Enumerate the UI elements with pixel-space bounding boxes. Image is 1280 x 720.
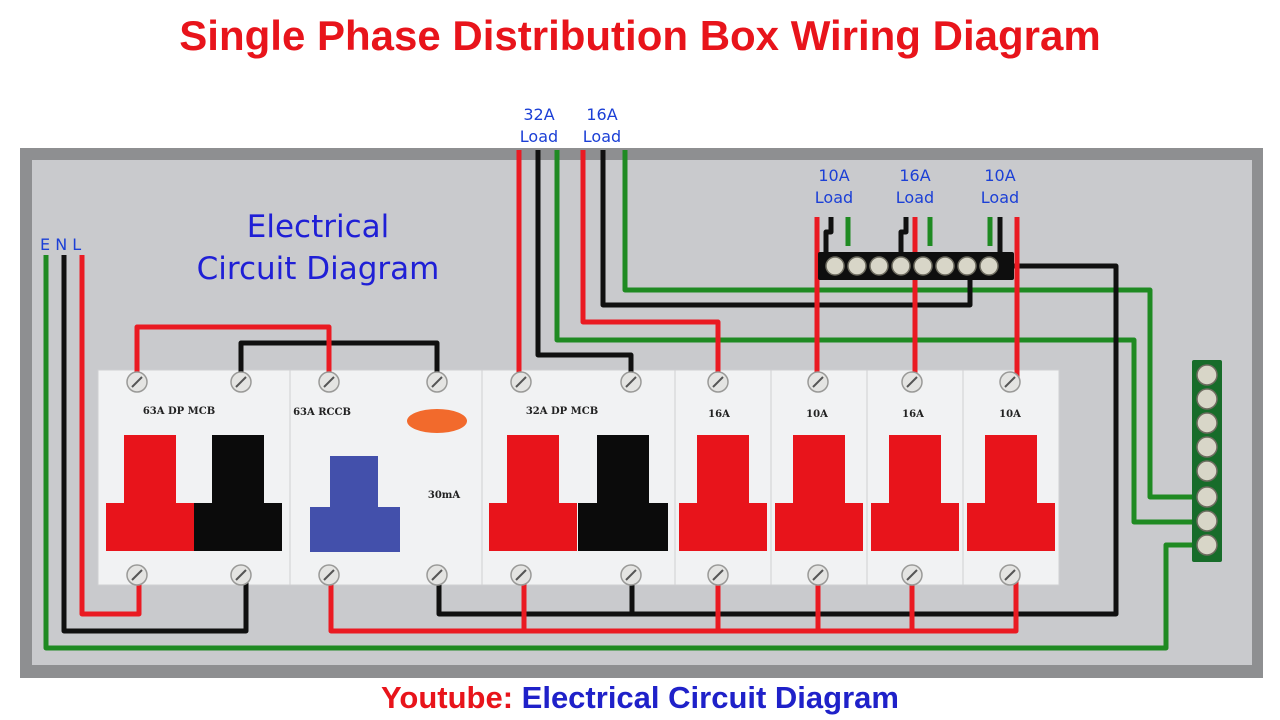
neutral-10a-load-1: [823, 217, 834, 266]
footer: Youtube: Electrical Circuit Diagram: [0, 680, 1280, 716]
screw-slot: [323, 569, 335, 581]
earth-bar-terminal: [1196, 460, 1218, 482]
screw-slot: [515, 376, 527, 388]
load-mid2-rating: 16A: [899, 166, 930, 185]
brand-line-2: Circuit Diagram: [197, 251, 440, 287]
sp-mcb-1-label: 16A: [708, 409, 730, 420]
earth-bar-terminal: [1196, 534, 1218, 556]
neutral-bar-terminal: [979, 256, 999, 276]
neutral-bar-terminal: [847, 256, 867, 276]
live-rccb-out-bus: [328, 575, 1019, 634]
rccb-sensitivity: 30mA: [428, 490, 460, 501]
main-mcb-label: 63A DP MCB: [143, 406, 215, 417]
neutral-bar-terminal: [913, 256, 933, 276]
mcb32-label: 32A DP MCB: [526, 406, 598, 417]
main-mcb-toggle-l: [106, 435, 194, 551]
supply-label: E N L: [40, 235, 81, 254]
screw-slot: [323, 376, 335, 388]
screw-slot: [235, 569, 247, 581]
toggles: [106, 409, 1055, 552]
load-32a-text: Load: [520, 127, 558, 146]
load-mid2-text: Load: [896, 188, 934, 207]
earth-bar-terminal: [1196, 486, 1218, 508]
load-mid3-rating: 10A: [984, 166, 1015, 185]
screw-slot: [712, 376, 724, 388]
screw-slot: [906, 569, 918, 581]
earth-bar-terminal: [1196, 412, 1218, 434]
screw-slot: [812, 569, 824, 581]
screw-slot: [515, 569, 527, 581]
main-mcb-toggle-n: [194, 435, 282, 551]
screw-slot: [431, 569, 443, 581]
load-16a-text: Load: [583, 127, 621, 146]
screw-slot: [625, 376, 637, 388]
screw-terminals: [126, 371, 1021, 586]
sp-mcb-1-toggle: [679, 435, 767, 551]
page-title: Single Phase Distribution Box Wiring Dia…: [179, 12, 1101, 59]
screw-slot: [812, 376, 824, 388]
earth-16a-load-wire: [622, 150, 1198, 500]
footer-prefix: Youtube:: [381, 680, 514, 715]
load-mid1-text: Load: [815, 188, 853, 207]
screw-slot: [431, 376, 443, 388]
earth-bar-terminal: [1196, 510, 1218, 532]
sp-mcb-4-label: 10A: [999, 409, 1021, 420]
load-mid3-text: Load: [981, 188, 1019, 207]
load-mid1-rating: 10A: [818, 166, 849, 185]
screw-slot: [625, 569, 637, 581]
neutral-rccb-out-bus: [436, 263, 1119, 617]
sp-mcb-4-toggle: [967, 435, 1055, 551]
screw-slot: [131, 376, 143, 388]
screw-slot: [235, 376, 247, 388]
brand-line-1: Electrical: [247, 209, 389, 245]
screw-slot: [906, 376, 918, 388]
earth-bar-terminal: [1196, 364, 1218, 386]
earth-bar-terminal: [1196, 388, 1218, 410]
earth-32a-load-wire: [554, 150, 1198, 525]
rccb-test-button: [407, 409, 467, 433]
load-16a-rating: 16A: [586, 105, 617, 124]
neutral-16a-load-2: [898, 217, 909, 266]
rccb-toggle: [310, 456, 400, 552]
mcb32-toggle-n: [578, 435, 668, 551]
footer-channel: Electrical Circuit Diagram: [521, 680, 899, 715]
neutral-32a-load: [535, 150, 634, 382]
live-16a-load: [580, 150, 721, 382]
neutral-bar-terminal: [891, 256, 911, 276]
mcb32-toggle-l: [489, 435, 577, 551]
neutral-link-bar: [818, 252, 1014, 280]
neutral-16a-load: [600, 150, 973, 308]
sp-mcb-3-toggle: [871, 435, 959, 551]
screw-slot: [1004, 569, 1016, 581]
earth-link-bar: [1192, 360, 1222, 562]
sp-mcb-3-label: 16A: [902, 409, 924, 420]
earth-bar-terminal: [1196, 436, 1218, 458]
sp-mcb-2-toggle: [775, 435, 863, 551]
screw-slot: [131, 569, 143, 581]
rccb-label: 63A RCCB: [293, 407, 351, 418]
load-32a-rating: 32A: [523, 105, 554, 124]
neutral-bar-terminal: [935, 256, 955, 276]
neutral-bar-terminal: [825, 256, 845, 276]
neutral-bar-terminal: [957, 256, 977, 276]
live-supply-wire: [79, 255, 142, 617]
neutral-bar-terminal: [869, 256, 889, 276]
earth-supply-wire: [43, 255, 1198, 651]
neutral-supply-wire: [61, 255, 249, 634]
live-mcb-to-rccb: [134, 324, 332, 382]
screw-slot: [712, 569, 724, 581]
wires: [43, 150, 1198, 651]
rccb-body: [289, 369, 483, 586]
screw-slot: [1004, 376, 1016, 388]
neutral-mcb-to-rccb: [238, 340, 440, 382]
sp-mcb-2-label: 10A: [806, 409, 828, 420]
